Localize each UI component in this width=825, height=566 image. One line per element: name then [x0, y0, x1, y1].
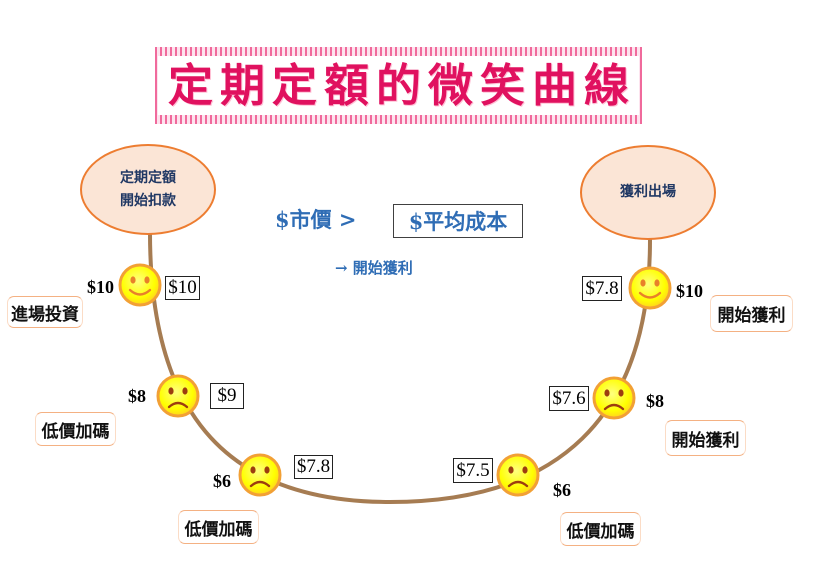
face-frown-mouth [249, 480, 271, 488]
market-price-label-1: $10 [87, 277, 114, 297]
title-banner-inner: 定期定額的微笑曲線 [158, 56, 639, 115]
avg-cost-box-4: $7.5 [453, 458, 493, 483]
smile-face-icon [118, 263, 162, 307]
page-title: 定期定額的微笑曲線 [167, 59, 636, 112]
avg-cost-box-2: $9 [210, 383, 244, 409]
avg-cost-box-6: $7.8 [582, 276, 622, 301]
action-tag-3: 低價加碼 [178, 510, 259, 544]
sad-face-icon [156, 374, 200, 418]
face-right-eye [618, 389, 624, 397]
start-bubble-line2: 開始扣款 [120, 192, 176, 209]
face-circle [592, 376, 636, 420]
action-tag-6: 開始獲利 [710, 295, 793, 332]
avg-cost-box-1: $10 [165, 276, 200, 300]
face-circle [156, 374, 200, 418]
start-bubble-line1: 定期定額 [120, 170, 176, 187]
face-right-eye [182, 387, 188, 395]
smile-face-icon [628, 266, 672, 310]
face-left-eye [640, 279, 646, 287]
action-tag-4: 低價加碼 [560, 512, 641, 546]
sad-face-icon [592, 376, 636, 420]
face-left-eye [130, 276, 136, 284]
face-left-eye [168, 387, 174, 395]
face-right-eye [264, 466, 270, 474]
sad-face-icon [238, 453, 282, 497]
face-left-eye [250, 466, 256, 474]
action-tag-1: 進場投資 [7, 296, 83, 328]
start-bubble: 定期定額 開始扣款 [80, 144, 216, 235]
face-right-eye [522, 466, 528, 474]
face-frown-mouth [507, 480, 529, 488]
market-price-label-5: $8 [646, 391, 664, 411]
market-price-label-4: $6 [553, 480, 571, 500]
sad-face-icon [496, 453, 540, 497]
face-right-eye [654, 279, 660, 287]
rule-result-text: → 開始獲利 [335, 259, 413, 277]
rule-avg-cost-box: $平均成本 [393, 204, 523, 238]
end-bubble: 獲利出場 [580, 145, 716, 240]
face-circle [238, 453, 282, 497]
avg-cost-box-5: $7.6 [549, 386, 589, 411]
face-right-eye [144, 276, 150, 284]
face-frown-mouth [603, 403, 625, 411]
face-circle [118, 263, 162, 307]
market-price-label-6: $10 [676, 281, 703, 301]
face-circle [628, 266, 672, 310]
avg-cost-box-3: $7.8 [294, 455, 333, 479]
market-price-label-3: $6 [213, 471, 231, 491]
market-price-label-2: $8 [128, 386, 146, 406]
face-smile-mouth [638, 291, 662, 299]
end-bubble-label: 獲利出場 [620, 184, 676, 201]
face-smile-mouth [128, 288, 152, 296]
face-circle [496, 453, 540, 497]
action-tag-2: 低價加碼 [35, 412, 116, 446]
action-tag-5: 開始獲利 [665, 420, 746, 456]
rule-market-text: $市價 > [275, 207, 357, 232]
face-left-eye [604, 389, 610, 397]
face-left-eye [508, 466, 514, 474]
title-banner: 定期定額的微笑曲線 [155, 47, 642, 124]
face-frown-mouth [167, 401, 189, 409]
